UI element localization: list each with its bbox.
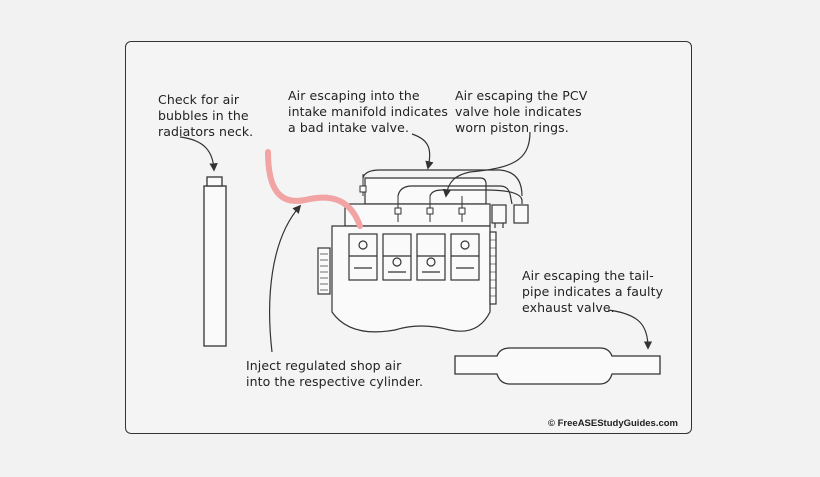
cylinder-head [344,203,491,227]
pcv-hose-3 [362,169,523,197]
pcv-arrow [442,131,531,198]
intake-arrow [411,133,434,170]
engine [317,169,529,333]
intake-valve-note: Air escaping into the intake manifold in… [288,88,449,135]
muffler-tailpipe [454,347,661,385]
radiator-arrow [179,136,218,172]
cylinder-3 [416,233,446,281]
engine-pulley [317,247,331,295]
inject-air-note: Inject regulated shop air into the respe… [246,358,424,389]
site-credit: © FreeASEStudyGuides.com [547,418,678,429]
oil-pan-ribs [489,231,497,305]
exhaust-valve-note: Air escaping the tail- pipe indicates a … [522,268,664,315]
cylinder-2 [382,233,412,281]
pcv-valve-note: Air escaping the PCV valve hole indicate… [455,88,588,135]
radiator-neck [206,176,223,187]
intake-manifold [364,177,487,205]
pcv-canister-2 [513,204,529,224]
pcv-hose-1 [397,185,513,205]
exhaust-arrow [607,309,653,350]
cylinder-4 [450,233,480,281]
inject-arrow [269,204,302,353]
pcv-hose-2 [429,189,523,204]
cylinder-1 [348,233,378,281]
radiator [203,176,227,347]
shop-air-hose [265,149,363,229]
radiator-body [203,185,227,347]
radiator-check-note: Check for air bubbles in the radiators n… [158,92,254,139]
pcv-canister-1 [491,204,507,224]
